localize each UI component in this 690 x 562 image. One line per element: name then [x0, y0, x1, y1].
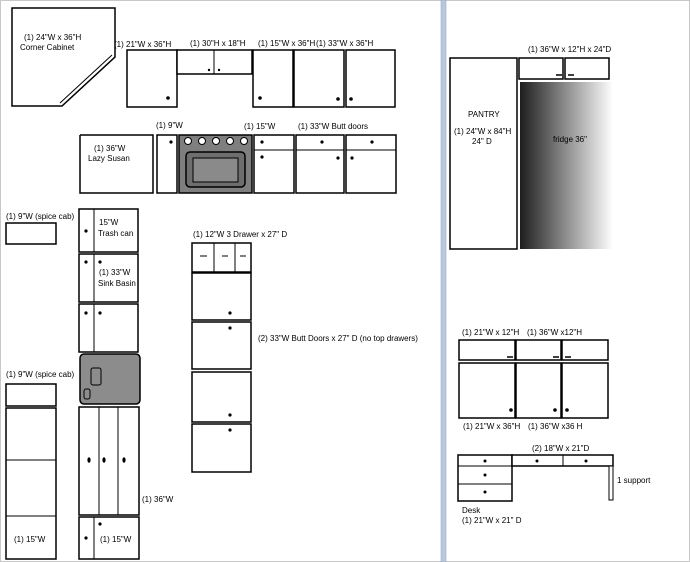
- spice-cab-bottom-label: (1) 9"W (spice cab): [6, 370, 75, 379]
- base-15w-label: (1) 15"W: [244, 122, 276, 131]
- right-cabinets-group: (1) 21"W x 12"H (1) 36"W x12"H (1) 21"W …: [457, 328, 651, 525]
- upper-cabinet-33w-left: [293, 49, 345, 108]
- lazy-susan-cabinet: [79, 134, 154, 194]
- corner-cabinet: (1) 24"W x 36"H Corner Cabinet: [11, 7, 116, 107]
- tall-cabinet-left: [5, 407, 57, 560]
- upper-cabinet-21x36: [458, 362, 516, 419]
- butt-door-cabinet-2: [191, 321, 252, 370]
- upper-15x36-label: (1) 15"W x 36"H: [258, 39, 315, 48]
- lazy-susan-label: (1) 36"W: [94, 144, 126, 153]
- spice-cabinet-bottom: [5, 383, 57, 407]
- upper-21x36-label: (1) 21"W x 36"H: [114, 40, 171, 49]
- upper-33x36-label: (1) 33"W x 36"H: [316, 39, 373, 48]
- three-drawer-cabinet: [191, 242, 252, 273]
- base-cabinet-15w-mid: [78, 516, 140, 560]
- desk-support: [608, 465, 614, 501]
- fridge-appliance: [520, 82, 613, 249]
- page-divider: [440, 0, 447, 562]
- upper-cabinet-21x12: [458, 339, 516, 361]
- upper-cabinet-36x12-left: [515, 339, 562, 361]
- support-label: 1 support: [617, 476, 651, 485]
- base-cabinet-33w-right: [345, 134, 397, 194]
- lazy-susan-label-2: Lazy Susan: [88, 154, 130, 163]
- pantry-upper-label: (1) 36"W x 12"H x 24"D: [528, 45, 611, 54]
- base-cabinet-15w: [253, 134, 295, 194]
- spice-cab-top-label: (1) 9"W (spice cab): [6, 212, 75, 221]
- trash-label-2: Trash can: [98, 229, 133, 238]
- drawer-12w-label: (1) 12"W 3 Drawer x 27" D: [193, 230, 287, 239]
- upper-cabinet-36x12-right: [561, 339, 609, 361]
- base-33w-butt-label: (1) 33"W Butt doors: [298, 122, 368, 131]
- desk-top-label: (2) 18"W x 21"D: [532, 444, 589, 453]
- upper-30x18-label: (1) 30"H x 18"H: [190, 39, 246, 48]
- butt-door-cabinet-3: [191, 371, 252, 423]
- left-base-column: (1) 9"W (spice cab) 15"W Trash can (1) 3…: [5, 208, 141, 405]
- corner-cabinet-label: (1) 24"W x 36"H: [24, 33, 81, 42]
- sink-label-2: Sink Basin: [98, 279, 136, 288]
- fridge-upper-cabinet-left: [518, 57, 564, 80]
- pantry-cabinet: [449, 57, 518, 250]
- pantry-title: PANTRY: [468, 110, 500, 119]
- upper-cabinet-33w-right: [345, 49, 396, 108]
- corner-cabinet-label-2: Corner Cabinet: [20, 43, 75, 52]
- upper-36x36-right-label: (1) 36"W x36 H: [528, 422, 583, 431]
- left-lower-section: (1) 9"W (spice cab) (1) 15"W (1) 36"W (1…: [5, 370, 174, 560]
- pantry-label: (1) 24"W x 84"H: [454, 127, 511, 136]
- base-cabinet-33w-left: [295, 134, 345, 194]
- trash-label: 15"W: [99, 218, 119, 227]
- pantry-label-2: 24" D: [472, 137, 492, 146]
- base-15w-mid-label: (1) 15"W: [100, 535, 132, 544]
- trash-can-cabinet: [78, 208, 139, 253]
- upper-36x12-label: (1) 36"W x12"H: [527, 328, 582, 337]
- dishwasher-appliance: [79, 353, 141, 405]
- sink-label: (1) 33"W: [99, 268, 131, 277]
- sink-base-cabinet-lower: [78, 303, 139, 353]
- desk-label: Desk: [462, 506, 481, 515]
- island-column: (1) 12"W 3 Drawer x 27" D (2) 33"W Butt …: [191, 230, 418, 473]
- pantry-fridge-area: (1) 36"W x 12"H x 24"D PANTRY (1) 24"W x…: [449, 45, 613, 250]
- butt-door-cabinet-4: [191, 423, 252, 473]
- fridge-label: fridge 36": [553, 135, 587, 144]
- fridge-upper-cabinet-right: [564, 57, 610, 80]
- base-cabinets-row: (1) 9"W (1) 15"W (1) 33"W Butt doors (1)…: [79, 121, 397, 194]
- upper-cabinets-row: (1) 21"W x 36"H (1) 30"H x 18"H (1) 15"W…: [114, 39, 396, 108]
- butt-doors-33w-label: (2) 33"W Butt Doors x 27" D (no top draw…: [258, 334, 418, 343]
- upper-21x36-right-label: (1) 21"W x 36"H: [463, 422, 520, 431]
- butt-door-cabinet-1: [191, 272, 252, 321]
- upper-21x12-label: (1) 21"W x 12"H: [462, 328, 519, 337]
- sink-base-cabinet-upper: [78, 253, 139, 303]
- base-cabinet-9w: [156, 134, 178, 194]
- upper-cabinet-36x36-left: [515, 362, 562, 419]
- base-9w-label: (1) 9"W: [156, 121, 183, 130]
- upper-cabinet-36x36-right: [561, 362, 609, 419]
- base-15w-left-label: (1) 15"W: [14, 535, 46, 544]
- spice-cabinet-top: [5, 222, 57, 245]
- desk-label-2: (1) 21"W x 21" D: [462, 516, 522, 525]
- base-36w-label: (1) 36"W: [142, 495, 174, 504]
